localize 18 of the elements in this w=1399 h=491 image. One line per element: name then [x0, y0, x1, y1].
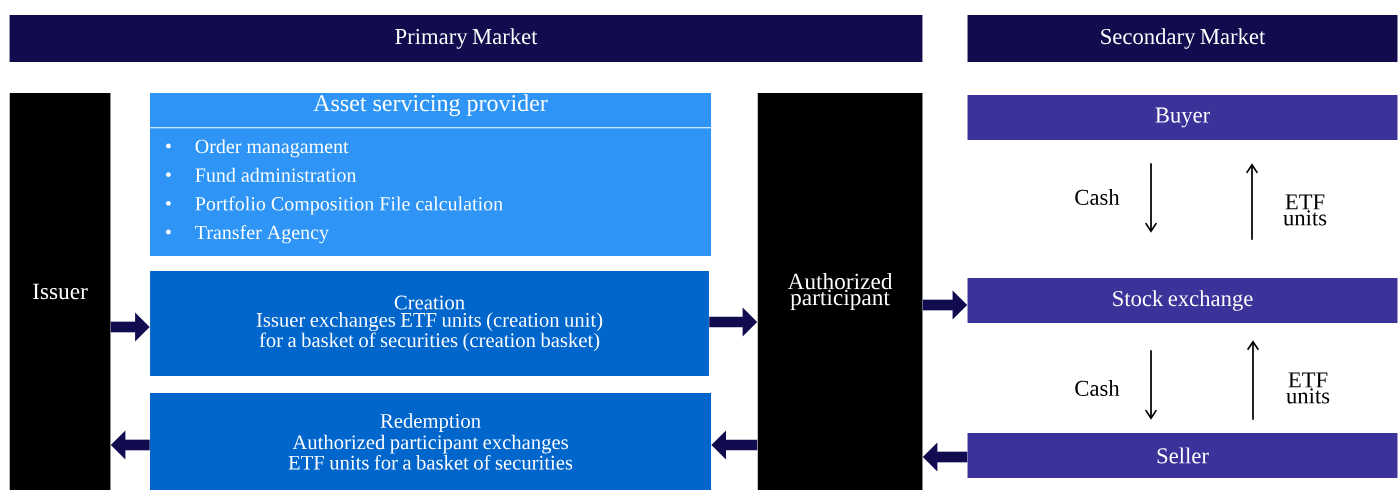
arrow: [1246, 340, 1260, 421]
arrow: [1144, 162, 1158, 233]
arrow: [1245, 163, 1259, 241]
arrow: [1144, 349, 1158, 420]
header-band: Secondary Market: [967, 15, 1398, 62]
actor-box: Authorized participant: [757, 92, 923, 490]
service-box: Asset servicing provider Order managament Fund administration Portfolio Composition File calculation Transfer Agency: [149, 93, 712, 256]
header-band: Primary Market: [9, 15, 923, 62]
process-box: Creation Issuer exchanges ETF units (creation unit) for a basket of securities (creation basket): [150, 270, 709, 377]
process-box: Redemption Authorized participant exchanges ETF units for a basket of securities: [150, 392, 712, 490]
edge-label: Cash: [1075, 380, 1120, 396]
market-box: Stock exchange: [967, 277, 1398, 323]
edge-label: ETF units: [1286, 372, 1330, 404]
edge-label: ETF units: [1283, 194, 1327, 226]
edge-label: Cash: [1075, 189, 1120, 205]
actor-box: Issuer: [9, 92, 111, 490]
market-box: Seller: [967, 432, 1398, 479]
market-box: Buyer: [967, 94, 1398, 141]
